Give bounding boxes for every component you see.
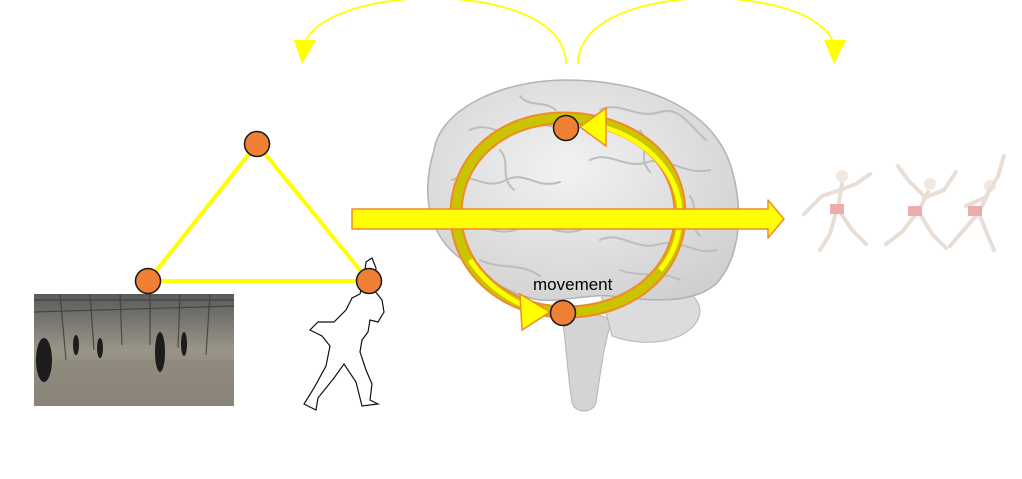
node-brain-movement [549,299,577,327]
brain-nodes [549,114,580,327]
node-right [355,267,383,295]
node-top [243,130,271,158]
triangle-edges [146,142,371,283]
horizontal-arrow-shape [351,199,785,239]
cycle-arrowhead-bottom [519,292,552,332]
figure-2 [884,164,958,250]
training-hall-photo [33,293,235,406]
bowler-silhouette-icon [303,257,385,411]
cycle-ring-highlight [599,123,683,272]
node-brain-top [552,114,580,142]
top-right-arc [577,0,835,65]
cycle-arrowhead-top [578,106,607,148]
horizontal-arrow [351,199,785,239]
top-left-arrowhead [294,40,316,64]
figure-3 [948,154,1006,252]
triangle-nodes [134,130,383,295]
figure-1 [802,170,872,252]
top-arrows [294,0,846,65]
movement-label: movement [533,275,613,294]
brain-stem [559,299,613,412]
top-left-arc [303,0,567,65]
top-right-arrowhead [824,40,846,64]
triangle [146,142,371,283]
animated-figures-icon [802,154,1006,252]
node-left [134,267,162,295]
